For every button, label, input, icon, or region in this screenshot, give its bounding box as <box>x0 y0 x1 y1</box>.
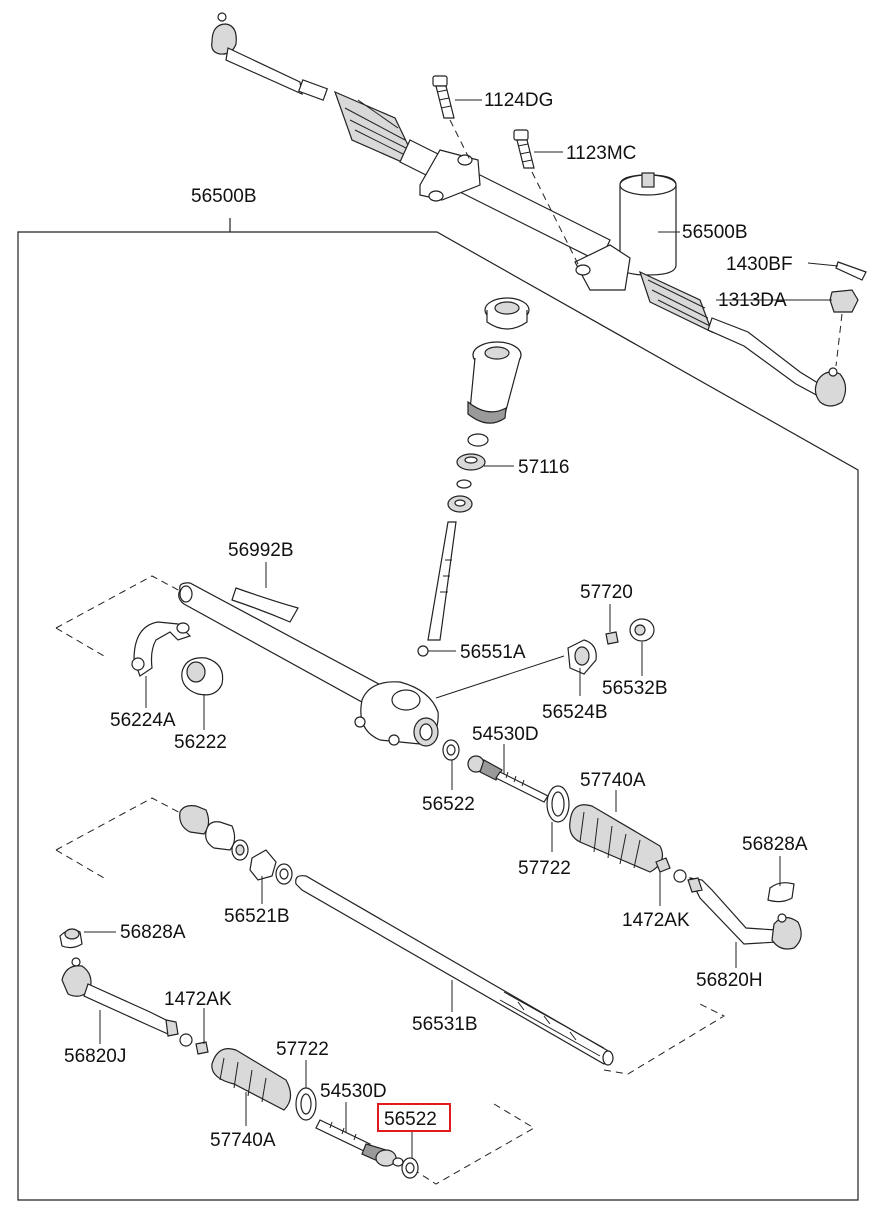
support-yoke-parts[interactable] <box>567 618 655 675</box>
label-56532B[interactable]: 56532B <box>602 678 668 699</box>
label-56224A[interactable]: 56224A <box>110 710 176 731</box>
lower-inner-tie-rod-group[interactable] <box>211 1048 535 1185</box>
nut-1313DA[interactable] <box>829 289 859 367</box>
label-56222[interactable]: 56222 <box>174 732 227 753</box>
label-54530D-upper[interactable]: 54530D <box>472 724 539 745</box>
highlight-box <box>377 1103 451 1132</box>
label-1472AK-left[interactable]: 1472AK <box>164 989 232 1010</box>
label-56820J[interactable]: 56820J <box>64 1046 126 1067</box>
left-tie-rod-end[interactable] <box>59 928 209 1055</box>
label-56992B[interactable]: 56992B <box>228 540 294 561</box>
upper-inner-tie-rod-group[interactable] <box>442 739 687 883</box>
cotter-pin-1430BF[interactable] <box>835 261 867 281</box>
rack-housing[interactable] <box>55 575 565 747</box>
label-1472AK-right[interactable]: 1472AK <box>622 910 690 931</box>
label-56522-lower[interactable]: 56522 <box>384 1109 437 1130</box>
part-labels: 1124DG 1123MC 56500B 56500B 1430BF 1313D… <box>64 90 808 1151</box>
label-57722-upper[interactable]: 57722 <box>518 858 571 879</box>
label-1124DG[interactable]: 1124DG <box>484 90 553 111</box>
label-56551A[interactable]: 56551A <box>460 642 526 663</box>
label-56524B[interactable]: 56524B <box>542 702 608 723</box>
label-57116[interactable]: 57116 <box>518 457 569 478</box>
steering-gear-assembly[interactable] <box>211 12 867 407</box>
bolt-1123MC[interactable] <box>513 129 581 269</box>
label-57740A-lower[interactable]: 57740A <box>210 1130 276 1151</box>
pinion-components[interactable] <box>417 297 530 657</box>
label-1430BF[interactable]: 1430BF <box>726 254 793 275</box>
label-56521B[interactable]: 56521B <box>224 906 290 927</box>
label-1313DA[interactable]: 1313DA <box>718 290 787 311</box>
bolt-1124DG[interactable] <box>432 75 471 161</box>
label-57720[interactable]: 57720 <box>580 582 633 603</box>
label-54530D-lower[interactable]: 54530D <box>320 1081 387 1102</box>
label-56820H[interactable]: 56820H <box>696 970 763 991</box>
label-56828A-left[interactable]: 56828A <box>120 922 186 943</box>
label-57722-lower[interactable]: 57722 <box>276 1039 329 1060</box>
assembly-frame <box>17 218 859 1201</box>
label-56522-upper[interactable]: 56522 <box>422 794 475 815</box>
label-56531B[interactable]: 56531B <box>412 1014 478 1035</box>
leader-lines <box>84 99 839 1158</box>
label-56500B-gear[interactable]: 56500B <box>682 222 748 243</box>
label-57740A-upper[interactable]: 57740A <box>580 770 646 791</box>
label-56500B-frame[interactable]: 56500B <box>191 186 257 207</box>
label-56828A-right[interactable]: 56828A <box>742 834 808 855</box>
rack-bar-group[interactable] <box>55 797 726 1075</box>
right-tie-rod-end[interactable] <box>687 877 802 950</box>
label-1123MC[interactable]: 1123MC <box>566 143 636 164</box>
